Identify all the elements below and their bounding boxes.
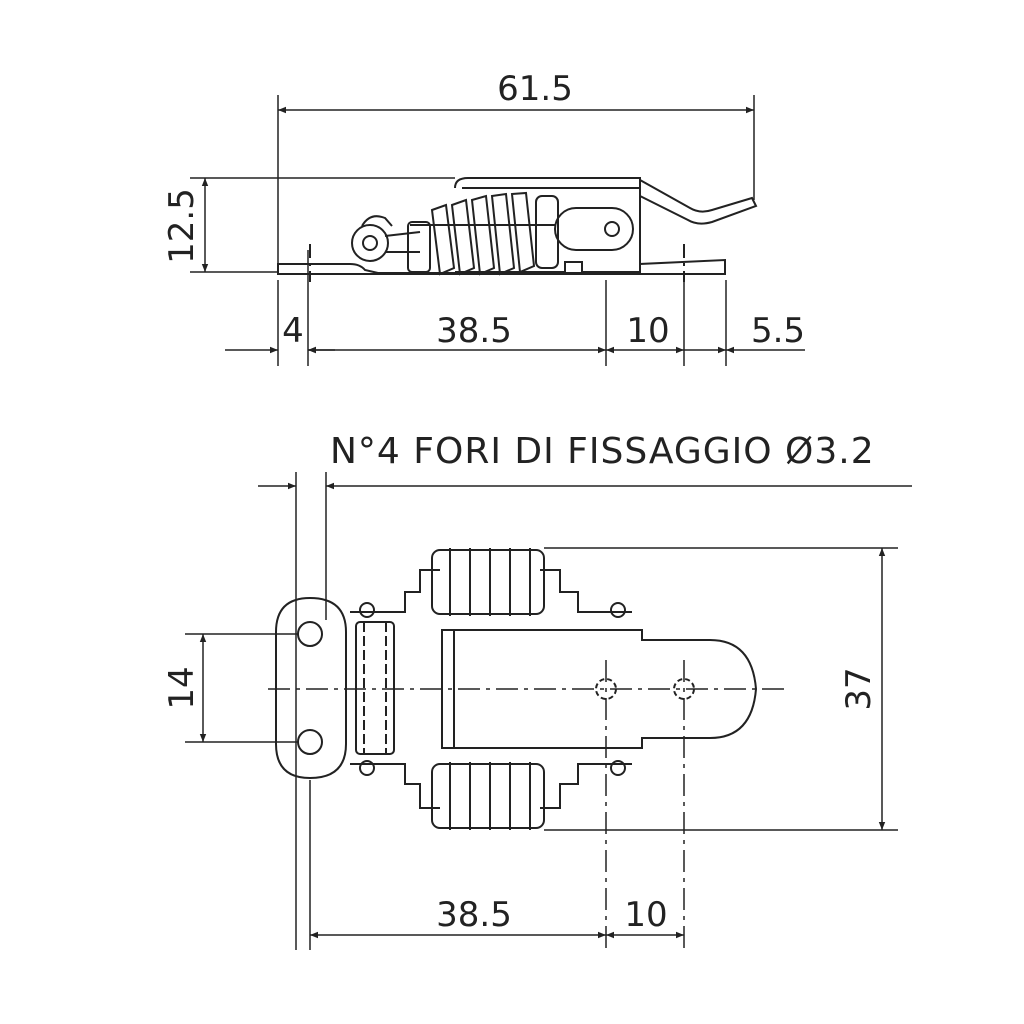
spring-bottom [431,762,545,830]
hinge-pin [355,621,395,755]
lever-handle [639,179,758,225]
spring-side [407,191,559,276]
dim-height: 12.5 [162,188,202,264]
dim-top-segment-1: 38.5 [436,895,512,935]
rivet [359,602,375,618]
dim-overall-width: 37 [839,667,879,710]
dim-top-segment-2: 10 [624,895,667,935]
dim-hole-spacing: 14 [162,666,202,709]
latch-housing [454,177,641,273]
dim-side-segment-2: 38.5 [436,311,512,351]
mounting-holes-note: N°4 FORI DI FISSAGGIO Ø3.2 [330,431,875,472]
mounting-hole [297,621,323,647]
dim-overall-length: 61.5 [497,69,573,109]
mounting-hole [297,729,323,755]
dim-side-segment-4: 5.5 [751,311,805,351]
top-view [185,472,912,950]
base-plate [277,258,726,275]
rivet [610,602,626,618]
dim-side-segment-1: 4 [282,311,304,351]
rivet [359,760,375,776]
rivet [610,760,626,776]
clip-eye [351,224,389,262]
dim-side-segment-3: 10 [626,311,669,351]
side-view [190,95,805,366]
hook-plate [275,596,347,780]
spring-top [431,548,545,616]
